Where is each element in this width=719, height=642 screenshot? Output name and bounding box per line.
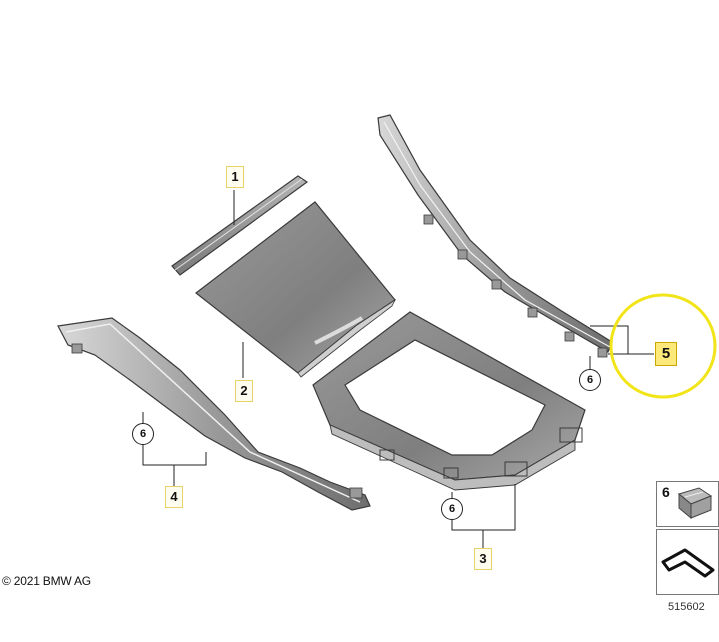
highlight-ring (609, 293, 717, 399)
trim-panel-part-2 (195, 201, 397, 378)
callout-4[interactable]: 4 (165, 486, 183, 508)
legend-symbol (656, 529, 719, 595)
callout-3[interactable]: 3 (474, 548, 492, 570)
trim-strip-part-1 (171, 175, 309, 276)
diagram-number: 515602 (668, 601, 705, 613)
legend-fastener-number: 6 (662, 484, 670, 500)
callout-1[interactable]: 1 (226, 166, 244, 188)
fastener-callout-part-4[interactable]: 6 (132, 423, 154, 445)
trim-rail-part-5 (377, 114, 613, 358)
fastener-callout-part-3[interactable]: 6 (441, 498, 463, 520)
console-frame-part-3 (312, 311, 586, 491)
callout-2[interactable]: 2 (235, 380, 253, 402)
edge-profile-icon (661, 548, 715, 578)
callout-5[interactable]: 5 (655, 342, 677, 366)
clip-icon (677, 487, 713, 520)
side-trim-part-4 (57, 317, 371, 511)
fastener-callout-part-5[interactable]: 6 (579, 369, 601, 391)
copyright: © 2021 BMW AG (2, 574, 91, 588)
legend-fastener: 6 (656, 481, 719, 527)
